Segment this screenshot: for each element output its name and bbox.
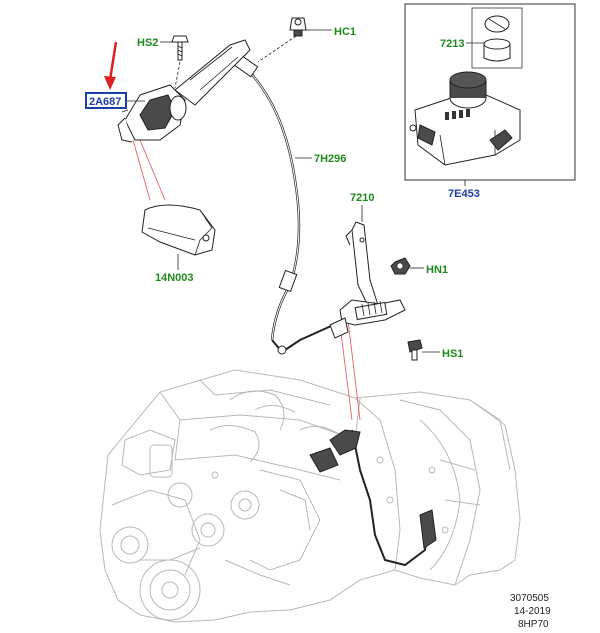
bolt-hs1 — [407, 339, 423, 361]
drawing-footer: 3070505 14-2019 8HP70 — [510, 593, 551, 630]
shift-actuator-2a687 — [117, 39, 251, 143]
callout-hn1: HN1 — [426, 264, 448, 276]
hc1-dashed-guide — [257, 35, 297, 63]
callout-hc1: HC1 — [334, 26, 356, 38]
rotary-knob-7213 — [483, 15, 511, 62]
drawing-date: 14-2019 — [514, 606, 551, 617]
hs2-dashed-guide — [174, 61, 181, 89]
callout-7210: 7210 — [350, 192, 374, 204]
red-leader-lines — [132, 139, 361, 421]
callout-14n003: 14N003 — [155, 272, 194, 284]
bracket-7210 — [345, 221, 379, 311]
selector-cable-7h296 — [233, 54, 341, 355]
callout-7h296: 7H296 — [314, 153, 346, 165]
nut-hn1 — [390, 257, 411, 275]
transmission-model: 8HP70 — [518, 619, 549, 630]
callout-leader-lines — [126, 29, 484, 353]
cover-14n003 — [141, 204, 216, 256]
callout-highlight-box — [85, 92, 127, 109]
inset-box-gear-selector — [404, 3, 576, 181]
bolt-hs2 — [171, 35, 189, 61]
gear-lever-linkage — [329, 299, 406, 339]
drawing-number: 3070505 — [510, 593, 549, 604]
gear-selector-module-7e453 — [409, 71, 521, 166]
callout-7e453: 7E453 — [448, 188, 480, 200]
callout-hs1: HS1 — [442, 348, 463, 360]
callout-2a687: 2A687 — [89, 96, 121, 108]
callout-7213: 7213 — [440, 38, 464, 50]
red-arrow-down-icon — [104, 41, 118, 90]
transmission-cable-bracket — [309, 429, 437, 567]
engine-transmission-assembly — [99, 369, 521, 623]
callout-hs2: HS2 — [137, 37, 158, 49]
clip-hc1 — [289, 17, 307, 37]
